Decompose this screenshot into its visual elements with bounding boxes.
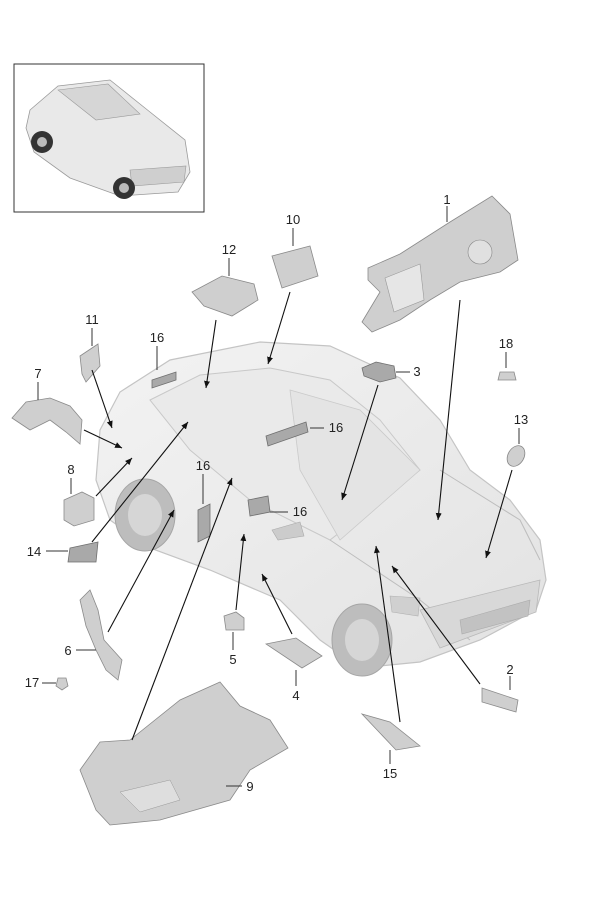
callout-12: 12	[222, 242, 236, 257]
leader-lines	[37, 206, 520, 787]
thumbnail-vehicle-overview	[13, 63, 205, 213]
part-7-wheel-arch-liner	[11, 397, 83, 445]
callout-17: 17	[25, 675, 39, 690]
callout-3: 3	[413, 364, 420, 379]
part-10-insulation-panel	[271, 245, 319, 289]
callout-13: 13	[514, 412, 528, 427]
part-17-clip	[55, 677, 69, 691]
callout-10: 10	[286, 212, 300, 227]
part-12-bracket-panel	[191, 275, 259, 317]
callout-16-roof: 16	[150, 330, 164, 345]
part-2-insulation-pad	[481, 687, 519, 713]
callout-8: 8	[67, 462, 74, 477]
callout-14: 14	[27, 544, 41, 559]
part-3-bracket	[361, 361, 397, 383]
part-6-insulation-strip	[79, 589, 123, 681]
part-11-trim-piece	[79, 343, 101, 383]
pointer-arrows	[83, 291, 513, 741]
part-18-grommet	[497, 371, 517, 381]
part-5-foam-block	[223, 611, 245, 631]
part-16-insulation-pad-window	[265, 421, 309, 447]
callout-16-door: 16	[196, 458, 210, 473]
part-16-insulation-pad-roof	[151, 371, 177, 389]
callout-1: 1	[443, 192, 450, 207]
part-8-foam-block	[63, 491, 95, 527]
part-15-insulation-strip	[360, 713, 421, 751]
callout-9: 9	[246, 779, 253, 794]
part-16-insulation-pad-door	[197, 503, 211, 543]
callout-labels: 1 2 3 4 5 6 7 8 9 10 11 12 13 14 15 16 1…	[25, 192, 528, 794]
callout-16-window: 16	[329, 420, 343, 435]
part-4-insulation-mat	[264, 637, 323, 669]
vehicle-body	[95, 341, 547, 677]
part-14-insulation-pad	[67, 541, 99, 563]
callout-4: 4	[292, 688, 299, 703]
callout-15: 15	[383, 766, 397, 781]
callout-18: 18	[499, 336, 513, 351]
part-1-bulkhead-insulation	[361, 195, 519, 333]
callout-6: 6	[64, 643, 71, 658]
part-9-floor-insulation	[79, 681, 289, 826]
callout-16-mirror: 16	[293, 504, 307, 519]
callout-7: 7	[34, 366, 41, 381]
callout-2: 2	[506, 662, 513, 677]
part-13-round-pad	[506, 445, 526, 467]
callout-5: 5	[229, 652, 236, 667]
callout-11: 11	[85, 312, 99, 327]
part-16-insulation-pad-mirror	[247, 495, 271, 517]
